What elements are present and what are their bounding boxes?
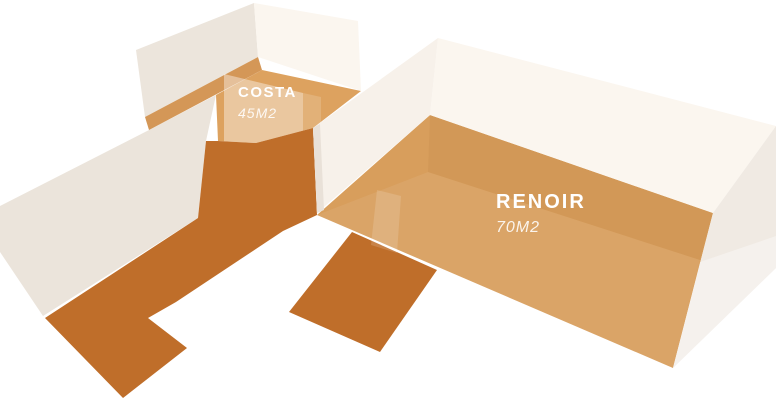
corridor-floor	[45, 128, 317, 398]
renoir-right-wall-lower-face	[673, 236, 776, 368]
renoir-door-mark	[371, 190, 401, 253]
renoir-left-wall	[313, 38, 438, 213]
renoir-left-wall-edge	[313, 124, 324, 213]
renoir-floor-shade-front	[317, 172, 700, 368]
costa-back-wall-right	[254, 3, 361, 91]
renoir-floor-shade-back	[428, 115, 713, 260]
renoir-room-floor[interactable]	[317, 115, 713, 368]
renoir-right-wall	[673, 126, 776, 368]
costa-floor-edge-strip	[145, 57, 262, 130]
renoir-back-wall	[430, 38, 776, 213]
costa-room-floor[interactable]	[216, 70, 361, 143]
costa-highlight-panel	[224, 74, 303, 152]
corridor-floor-branch	[289, 232, 437, 352]
corridor-left-wall	[0, 95, 216, 316]
costa-back-wall-left	[136, 3, 258, 117]
